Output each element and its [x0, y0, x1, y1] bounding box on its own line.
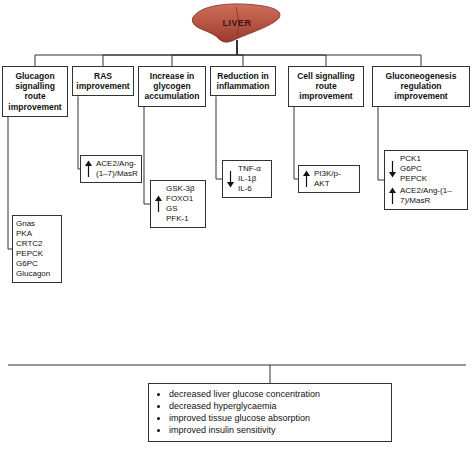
marker-name: CRTC2	[16, 239, 58, 249]
connector-line	[144, 107, 150, 204]
increase-arrow	[154, 195, 163, 213]
arrow-shaft	[392, 192, 393, 204]
arrow-shaft	[158, 200, 159, 212]
organ-node: LIVER	[190, 2, 284, 44]
bracket-line	[270, 365, 271, 383]
marker-group: PI3K/p-AKT	[302, 169, 356, 189]
marker-group: ACE2/Ang-(1–7)/MasR	[84, 159, 138, 179]
marker-group: GnasPKACRTC2PEPCKG6PCGlucagon	[16, 219, 58, 279]
decrease-arrow	[388, 160, 397, 178]
marker-list: PCK1G6PCPEPCK	[400, 154, 464, 184]
marker-name: ACE2/Ang-(1–7)/MasR	[96, 159, 138, 179]
increase-arrow	[388, 187, 397, 205]
marker-group: TNF-αIL-1βIL-6	[226, 164, 268, 194]
effect-title: Reduction in inflammation	[214, 71, 272, 91]
marker-group: ACE2/Ang-(1–7)/MasR	[388, 186, 464, 206]
marker-list: ACE2/Ang-(1–7)/MasR	[96, 159, 138, 179]
marker-name: GS	[166, 204, 202, 214]
effect-box: Reduction in inflammation	[210, 66, 276, 96]
outcome-text: decreased hyperglycaemia	[169, 401, 277, 411]
decrease-arrow	[226, 170, 235, 188]
bracket-line	[8, 365, 466, 366]
connector-line	[237, 40, 326, 66]
marker-name: G6PC	[400, 164, 464, 174]
arrow-head	[155, 196, 162, 202]
connector-line	[8, 117, 12, 249]
marker-name: PCK1	[400, 154, 464, 164]
outcome-item: decreased hyperglycaemia	[169, 400, 385, 412]
effect-title: Gluconeogenesis regulation improvement	[376, 71, 466, 102]
marker-box: GSK-3βFOXO1GSPFK-1	[150, 180, 206, 228]
increase-arrow	[84, 160, 93, 178]
arrow-shaft	[306, 175, 307, 187]
organ-label: LIVER	[222, 18, 251, 28]
marker-name: PEPCK	[400, 174, 464, 184]
connector-line	[103, 40, 237, 66]
marker-name: PI3K/p-AKT	[314, 169, 356, 189]
marker-name: PKA	[16, 229, 58, 239]
effect-box: Glucagon signalling route improvement	[2, 66, 68, 117]
effect-title: Glucagon signalling route improvement	[6, 71, 64, 112]
arrow-head	[227, 182, 234, 188]
arrow-shaft	[392, 161, 393, 173]
effect-title: Increase in glycogen accumulation	[142, 71, 202, 102]
effect-box: Increase in glycogen accumulation	[138, 66, 206, 107]
marker-box: TNF-αIL-1βIL-6	[222, 160, 272, 198]
effect-box: RAS improvement	[72, 66, 134, 96]
outcome-list: decreased liver glucose concentration dec…	[155, 388, 385, 437]
connector-line	[378, 107, 384, 180]
marker-box: PCK1G6PCPEPCKACE2/Ang-(1–7)/MasR	[384, 150, 468, 210]
outcome-box: decreased liver glucose concentration dec…	[148, 383, 392, 442]
effect-box: Gluconeogenesis regulation improvement	[372, 66, 470, 107]
arrow-head	[303, 171, 310, 177]
marker-name: ACE2/Ang-(1–7)/MasR	[400, 186, 464, 206]
effect-box: Cell signalling route improvement	[288, 66, 364, 107]
connector-line	[172, 40, 237, 66]
marker-name: Gnas	[16, 219, 58, 229]
effect-title: RAS improvement	[76, 71, 130, 91]
connector-line	[216, 96, 222, 179]
outcome-item: improved insulin sensitivity	[169, 424, 385, 436]
outcome-text: improved tissue glucose absorption	[169, 413, 310, 423]
connector-line	[237, 40, 421, 66]
marker-box: GnasPKACRTC2PEPCKG6PCGlucagon	[12, 215, 62, 283]
arrow-shaft	[88, 165, 89, 177]
marker-list: PI3K/p-AKT	[314, 169, 356, 189]
outcome-item: decreased liver glucose concentration	[169, 388, 385, 400]
marker-list: TNF-αIL-1βIL-6	[238, 164, 268, 194]
marker-box: ACE2/Ang-(1–7)/MasR	[80, 155, 142, 183]
arrow-head	[389, 188, 396, 194]
marker-box: PI3K/p-AKT	[298, 165, 360, 193]
connector-line	[78, 96, 80, 169]
marker-name: GSK-3β	[166, 184, 202, 194]
marker-name: PFK-1	[166, 214, 202, 224]
marker-name: G6PC	[16, 259, 58, 269]
increase-arrow	[302, 170, 311, 188]
marker-group: PCK1G6PCPEPCK	[388, 154, 464, 184]
marker-name: Glucagon	[16, 269, 58, 279]
liver-shape	[192, 4, 280, 42]
marker-list: GnasPKACRTC2PEPCKG6PCGlucagon	[16, 219, 58, 279]
connector-line	[237, 40, 243, 66]
marker-name: FOXO1	[166, 194, 202, 204]
marker-name: PEPCK	[16, 249, 58, 259]
marker-group: GSK-3βFOXO1GSPFK-1	[154, 184, 202, 224]
outcome-text: improved insulin sensitivity	[169, 425, 276, 435]
marker-name: TNF-α	[238, 164, 268, 174]
outcome-text: decreased liver glucose concentration	[169, 389, 320, 399]
marker-list: GSK-3βFOXO1GSPFK-1	[166, 184, 202, 224]
marker-list: ACE2/Ang-(1–7)/MasR	[400, 186, 464, 206]
connector-line	[294, 107, 298, 179]
marker-name: IL-6	[238, 184, 268, 194]
arrow-head	[85, 161, 92, 167]
marker-name: IL-1β	[238, 174, 268, 184]
outcome-item: improved tissue glucose absorption	[169, 412, 385, 424]
arrow-head	[389, 172, 396, 178]
connector-line	[35, 40, 237, 66]
effect-title: Cell signalling route improvement	[292, 71, 360, 102]
arrow-shaft	[230, 171, 231, 183]
